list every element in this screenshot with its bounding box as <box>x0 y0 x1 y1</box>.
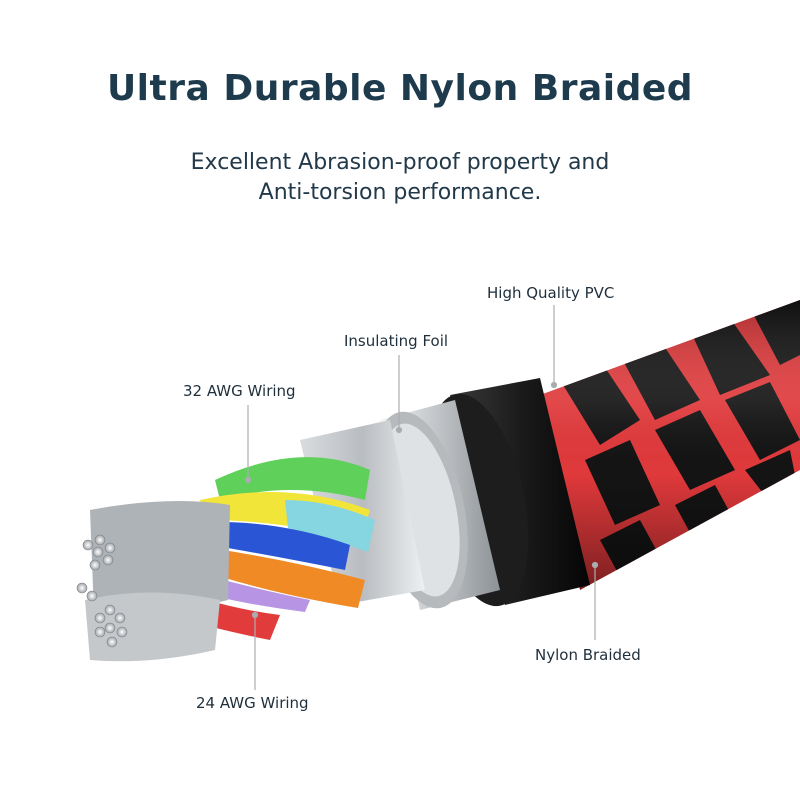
subtitle-line-1: Excellent Abrasion-proof property and <box>190 150 610 175</box>
foil-leader-dot <box>395 426 403 434</box>
nylon-leader-dot <box>591 561 599 569</box>
subtitle-line-2: Anti-torsion performance. <box>258 180 542 205</box>
copper-strands <box>76 501 230 662</box>
wiring24-leader-dot <box>251 611 259 619</box>
callout-wiring32: 32 AWG Wiring <box>183 382 296 400</box>
pvc-leader-dot <box>550 381 558 389</box>
callout-foil: Insulating Foil <box>344 332 449 350</box>
callout-wiring24: 24 AWG Wiring <box>196 694 309 712</box>
callout-nylon: Nylon Braided <box>535 646 641 664</box>
page-title: Ultra Durable Nylon Braided <box>106 68 694 109</box>
callout-lines <box>244 305 599 690</box>
page-subtitle: Excellent Abrasion-proof property and An… <box>0 148 800 208</box>
wiring32-leader-dot <box>244 476 252 484</box>
nylon-braid-jacket <box>540 300 800 590</box>
callout-pvc: High Quality PVC <box>487 284 615 302</box>
colored-wires <box>200 457 375 640</box>
